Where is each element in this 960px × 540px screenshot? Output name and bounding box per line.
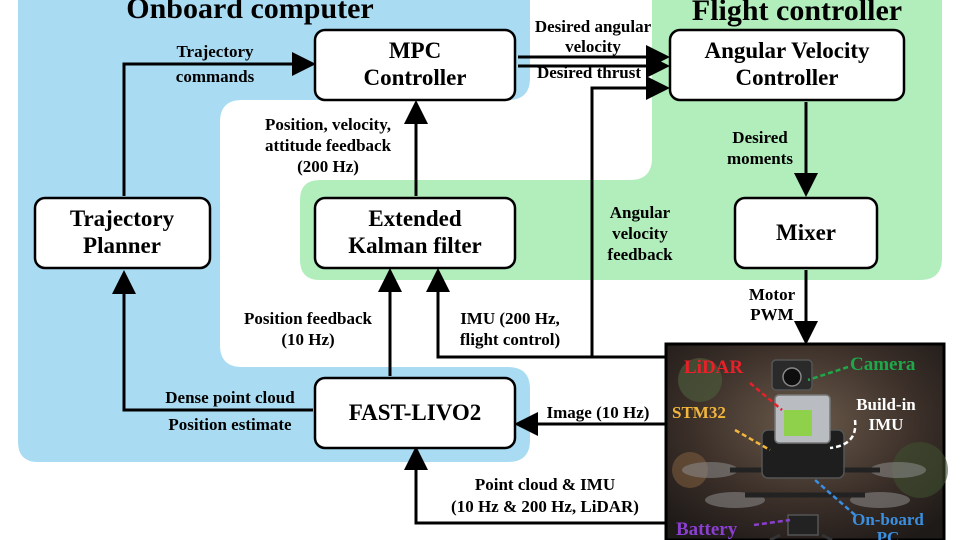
label-ang-vel-feedback-2: velocity [612,224,668,243]
label-motor-pwm-1: Motor [749,285,796,304]
edge-labels: Trajectory commands Desired angular velo… [165,17,795,516]
mpc-label-1: MPC [389,38,441,63]
label-dense-cloud: Dense point cloud [165,388,295,407]
photo-label-imu-1: Build-in [856,395,916,414]
label-pos-feedback-2: (10 Hz) [281,330,334,349]
onboard-title: Onboard computer [126,0,374,25]
mixer-box: Mixer [733,196,879,270]
edge-angvel-feedback [590,76,670,357]
fast-livo2-box: FAST-LIVO2 [313,376,517,450]
label-ang-vel-feedback-3: feedback [607,245,673,264]
edge-planner-to-mpc [122,52,316,196]
edge-livo-to-planner [112,270,313,412]
photo-label-imu-2: IMU [869,415,904,434]
label-traj-cmds-1: Trajectory [176,42,254,61]
trajectory-planner-box: Trajectory Planner [33,196,212,270]
mpc-controller-box: MPC Controller [313,28,517,102]
label-desired-moments-1: Desired [732,128,788,147]
ekf-box: Extended Kalman filter [313,196,517,270]
label-desired-ang-vel-1: Desired angular [535,17,652,36]
label-pos-estimate: Position estimate [168,415,292,434]
label-traj-cmds-2: commands [176,67,255,86]
mpc-label-2: Controller [363,65,466,90]
label-pva-feedback-3: (200 Hz) [297,157,359,176]
livo-label: FAST-LIVO2 [349,400,481,425]
label-desired-ang-vel-2: velocity [565,37,621,56]
mixer-label: Mixer [776,220,836,245]
label-desired-moments-2: moments [727,149,793,168]
angular-velocity-controller-box: Angular Velocity Controller [668,28,906,102]
planner-label-2: Planner [83,233,161,258]
flight-title: Flight controller [692,0,902,27]
drone-photo: LiDAR Camera STM32 Build-in IMU On-board… [664,342,948,540]
photo-label-onboard-pc-2: PC [877,528,900,540]
edge-pointcloud-to-livo [404,446,666,525]
label-imu-2: flight control) [460,330,560,349]
ekf-label-2: Kalman filter [348,233,482,258]
label-pva-feedback-2: attitude feedback [265,136,392,155]
label-pos-feedback-1: Position feedback [244,309,373,328]
label-pointcloud-imu-2: (10 Hz & 200 Hz, LiDAR) [451,497,639,516]
onboard-computer-region [18,0,530,462]
photo-label-onboard-pc-1: On-board [852,510,924,529]
label-image: Image (10 Hz) [547,403,650,422]
avc-label-1: Angular Velocity [704,38,870,63]
label-imu-1: IMU (200 Hz, [460,309,560,328]
planner-label-1: Trajectory [70,206,175,231]
label-ang-vel-feedback-1: Angular [610,203,671,222]
edge-imu-to-ekf [426,268,666,359]
label-pva-feedback-1: Position, velocity, [265,115,391,134]
label-motor-pwm-2: PWM [750,305,793,324]
photo-label-stm32: STM32 [672,403,726,422]
photo-label-camera: Camera [850,354,916,375]
label-pointcloud-imu-1: Point cloud & IMU [475,475,615,494]
edges [112,45,818,525]
ekf-label-1: Extended [368,206,462,231]
avc-label-2: Controller [735,65,838,90]
label-desired-thrust: Desired thrust [537,63,641,82]
photo-label-battery: Battery [676,519,738,540]
photo-label-lidar: LiDAR [684,357,743,378]
